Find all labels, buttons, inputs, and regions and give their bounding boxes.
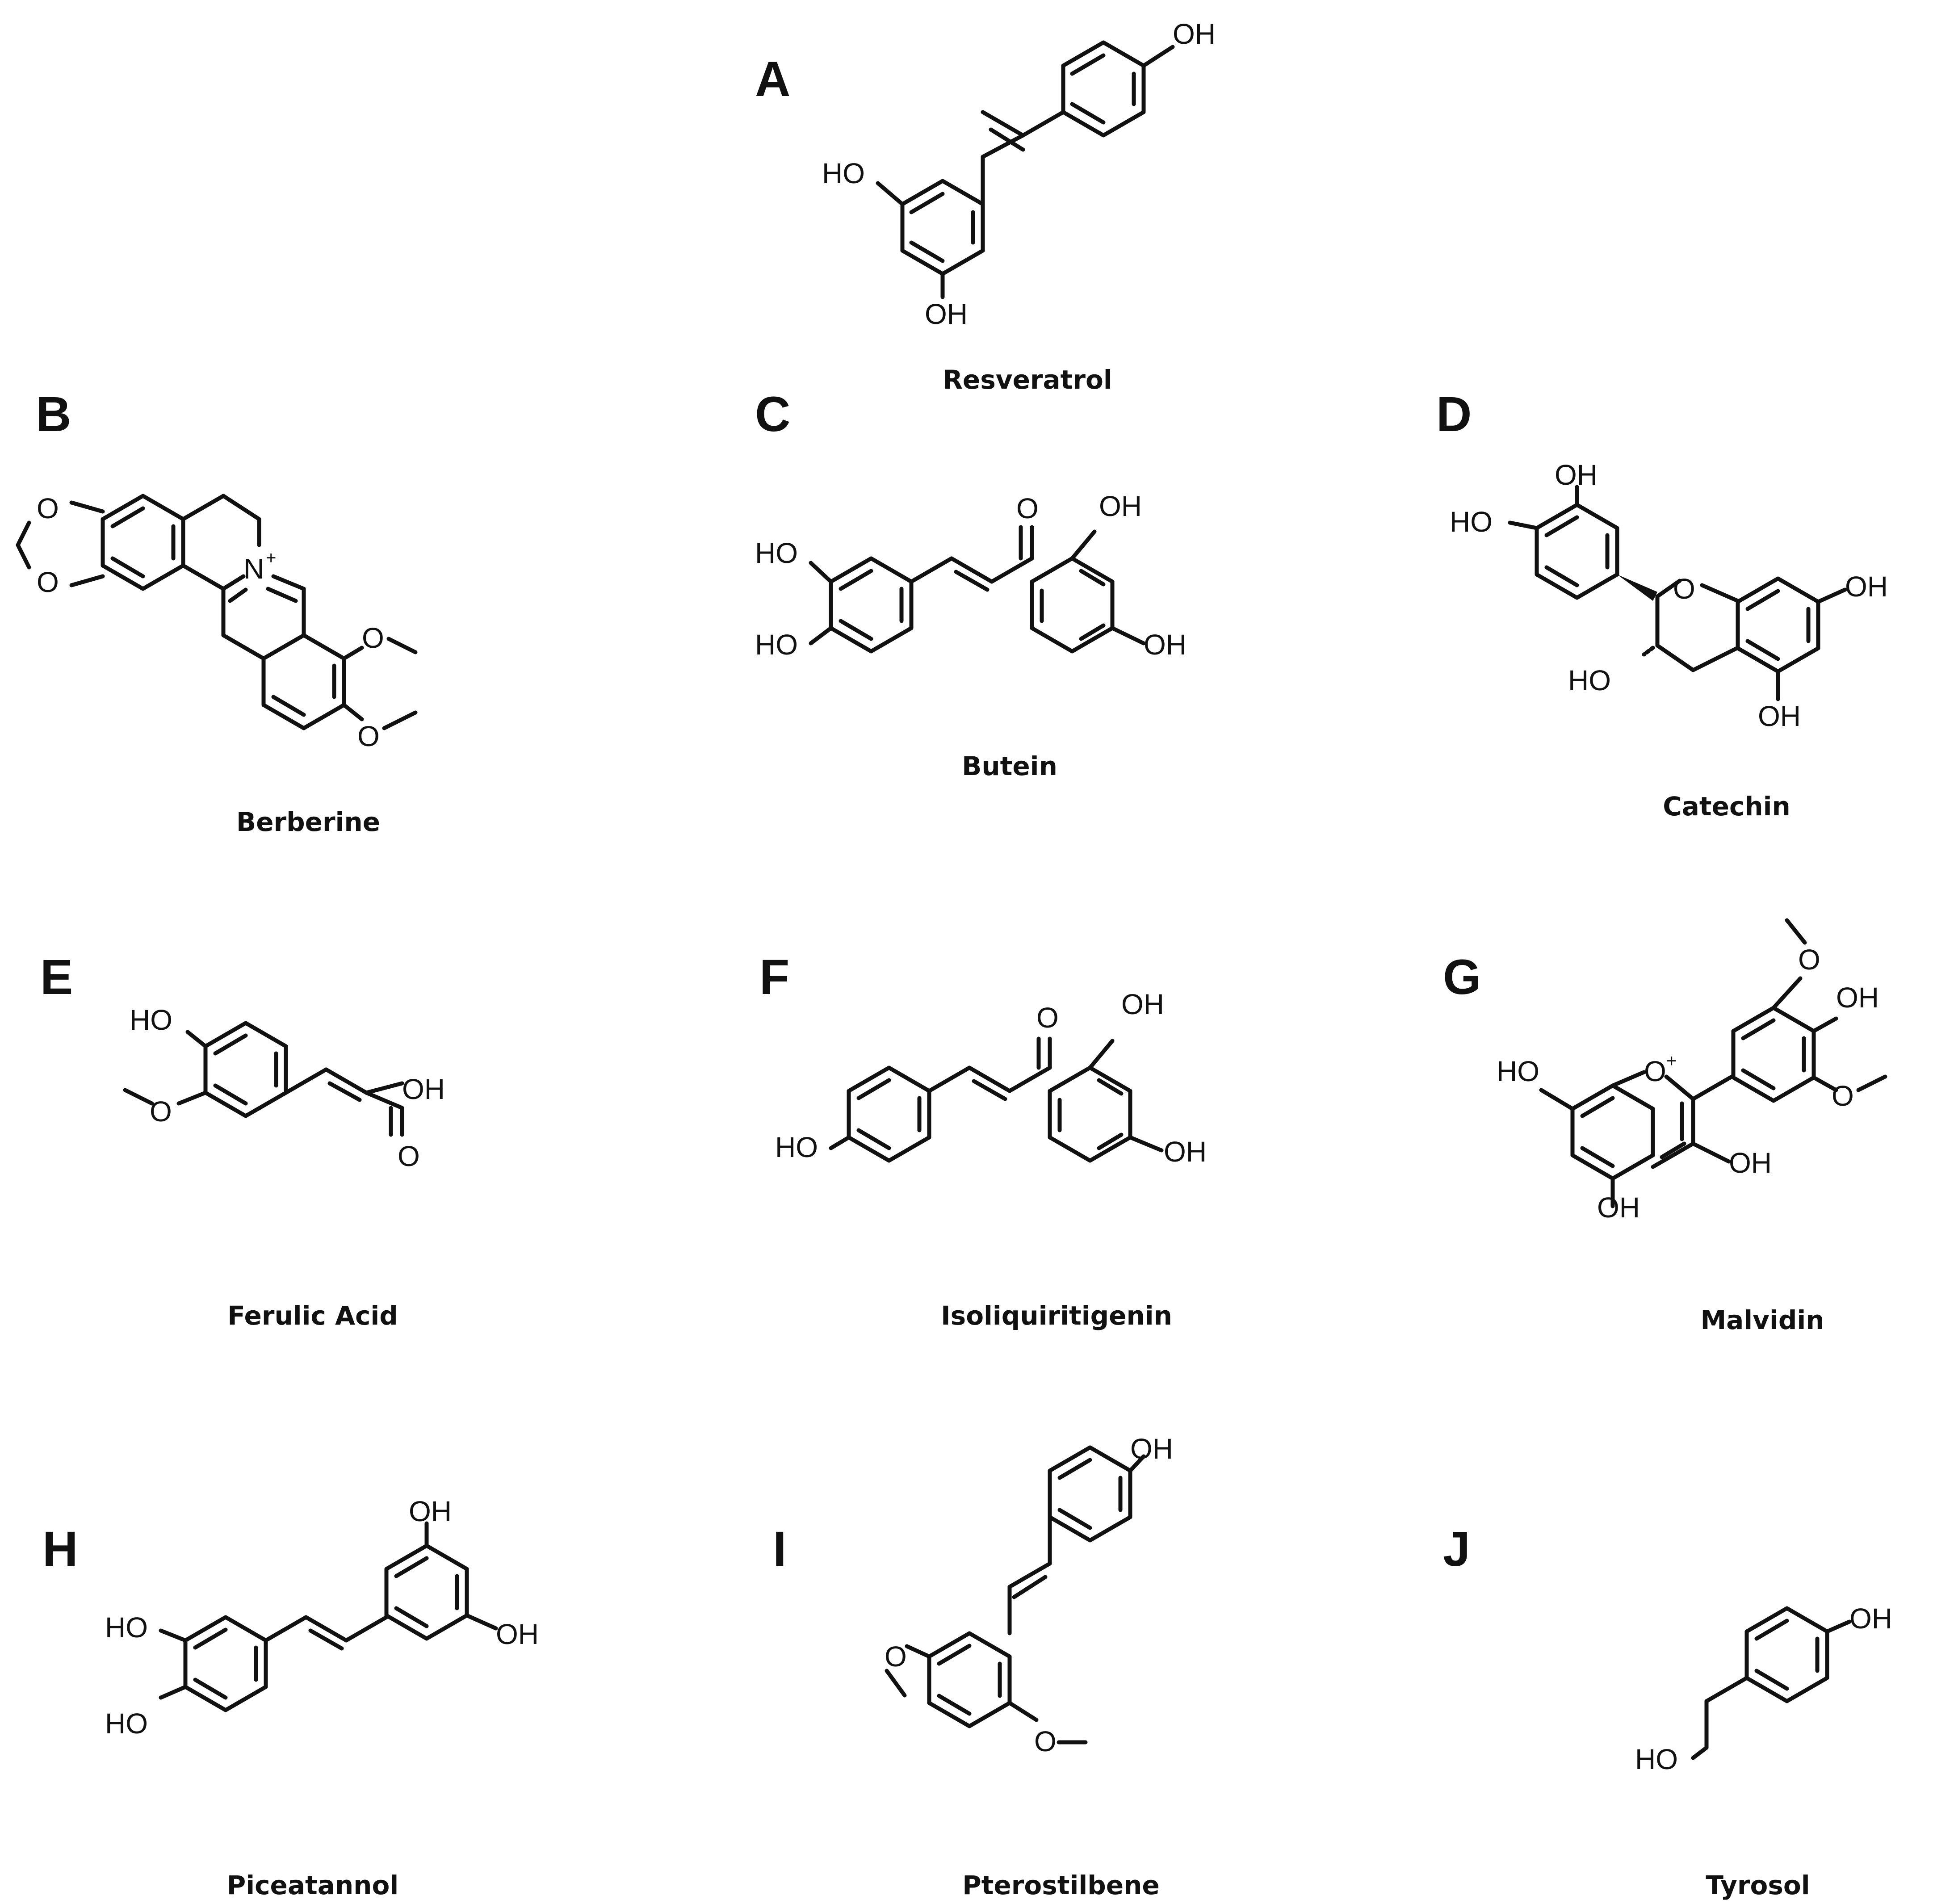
atom-oh: OH — [1845, 570, 1888, 603]
panel-letter-f: F — [759, 950, 789, 1005]
atom-oh: OH — [496, 1618, 539, 1650]
compound-name-isoliquiritigenin: Isoliquiritigenin — [941, 1300, 1172, 1331]
panel-letter-b: B — [36, 387, 71, 442]
panel-letter-h: H — [42, 1522, 78, 1577]
atom-n: N — [243, 553, 264, 585]
atom-oh: OH — [1849, 1602, 1892, 1635]
atom-ho: HO — [775, 1131, 818, 1163]
atom-oh: OH — [1729, 1147, 1772, 1179]
panel-d: D OH HO O HO OH — [1436, 387, 1888, 822]
atom-oh: OH — [1555, 459, 1598, 491]
compound-name-resveratrol: Resveratrol — [943, 365, 1112, 395]
panel-h: H HO HO OH OH Piceatannol — [42, 1495, 539, 1900]
compound-name-butein: Butein — [962, 751, 1057, 781]
compound-name-malvidin: Malvidin — [1700, 1305, 1824, 1335]
panel-letter-g: G — [1443, 950, 1481, 1005]
panel-letter-d: D — [1436, 387, 1472, 442]
compound-name-ferulic-acid: Ferulic Acid — [227, 1300, 398, 1331]
atom-oh: OH — [1121, 988, 1164, 1020]
structure-butein: HO HO O OH OH — [755, 490, 1187, 661]
atom-ho: HO — [1450, 506, 1493, 538]
structure-ferulic-acid: HO O OH O — [123, 1004, 445, 1172]
atom-o: O — [1798, 944, 1820, 976]
compound-name-tyrosol: Tyrosol — [1706, 1870, 1810, 1900]
atom-oh: OH — [409, 1495, 452, 1527]
panel-g: G HO OH O + OH — [1443, 918, 1887, 1335]
atom-o: O — [1673, 573, 1695, 605]
atom-o: O — [1036, 1002, 1059, 1034]
atom-ho: HO — [1568, 664, 1611, 696]
atom-oh: OH — [925, 298, 968, 330]
panel-i: I OH O O Pterostilbene — [773, 1433, 1173, 1900]
structure-pterostilbene: OH O O — [885, 1433, 1173, 1757]
panel-letter-c: C — [755, 387, 790, 442]
structure-tyrosol: OH HO — [1635, 1602, 1892, 1775]
atom-oh: OH — [1144, 629, 1187, 661]
atom-ho: HO — [1635, 1743, 1678, 1775]
atom-oh: OH — [1836, 981, 1879, 1014]
compound-name-pterostilbene: Pterostilbene — [962, 1870, 1160, 1900]
panel-letter-a: A — [755, 52, 790, 107]
atom-o: O — [362, 622, 384, 654]
compound-name-berberine: Berberine — [236, 807, 380, 837]
compound-name-piceatannol: Piceatannol — [227, 1870, 398, 1900]
panel-f: F HO O OH OH Isoliquiritigenin — [759, 950, 1207, 1331]
panel-b: B O O N + — [16, 387, 418, 837]
charge-plus: + — [1666, 1051, 1677, 1071]
atom-o: O — [37, 566, 59, 598]
atom-o: O — [1016, 492, 1039, 524]
charge-plus: + — [266, 548, 276, 568]
panel-e: E HO O OH O Ferulic Acid — [40, 950, 445, 1331]
atom-o: O — [1832, 1080, 1854, 1112]
atom-o: O — [885, 1640, 907, 1673]
atom-o: O — [150, 1095, 172, 1128]
atom-oh: OH — [1164, 1136, 1207, 1168]
atom-oh: OH — [1173, 18, 1216, 50]
atom-ho: HO — [822, 157, 865, 189]
panel-a: A OH HO OH Resveratrol — [755, 18, 1216, 395]
panel-letter-i: I — [773, 1522, 787, 1577]
atom-o: O — [357, 720, 380, 752]
structure-resveratrol: OH HO OH — [822, 18, 1216, 330]
atom-oh: OH — [402, 1073, 445, 1105]
structure-catechin: OH HO O HO OH OH — [1450, 459, 1888, 732]
atom-ho: HO — [755, 537, 798, 569]
panel-letter-j: J — [1443, 1522, 1470, 1577]
atom-o: O — [37, 492, 59, 524]
atom-ho: HO — [105, 1611, 148, 1644]
atom-ho: HO — [755, 629, 798, 661]
atom-oh: OH — [1130, 1433, 1173, 1465]
compound-name-catechin: Catechin — [1663, 791, 1790, 822]
atom-oh: OH — [1099, 490, 1142, 522]
atom-o: O — [1644, 1055, 1666, 1087]
structure-berberine: O O N + — [16, 492, 418, 752]
panel-c: C HO HO O OH OH — [755, 387, 1187, 781]
atom-ho: HO — [1497, 1055, 1539, 1087]
atom-ho: HO — [105, 1707, 148, 1740]
atom-o: O — [398, 1140, 420, 1172]
atom-o: O — [1034, 1725, 1057, 1757]
atom-oh: OH — [1758, 700, 1801, 732]
structure-piceatannol: HO HO OH OH — [105, 1495, 539, 1740]
structure-isoliquiritigenin: HO O OH OH — [775, 988, 1207, 1168]
panel-j: J OH HO Tyrosol — [1443, 1522, 1892, 1900]
structure-malvidin: HO OH O + OH O OH — [1497, 918, 1887, 1224]
atom-oh: OH — [1597, 1191, 1640, 1224]
atom-ho: HO — [130, 1004, 172, 1036]
panel-letter-e: E — [40, 950, 73, 1005]
